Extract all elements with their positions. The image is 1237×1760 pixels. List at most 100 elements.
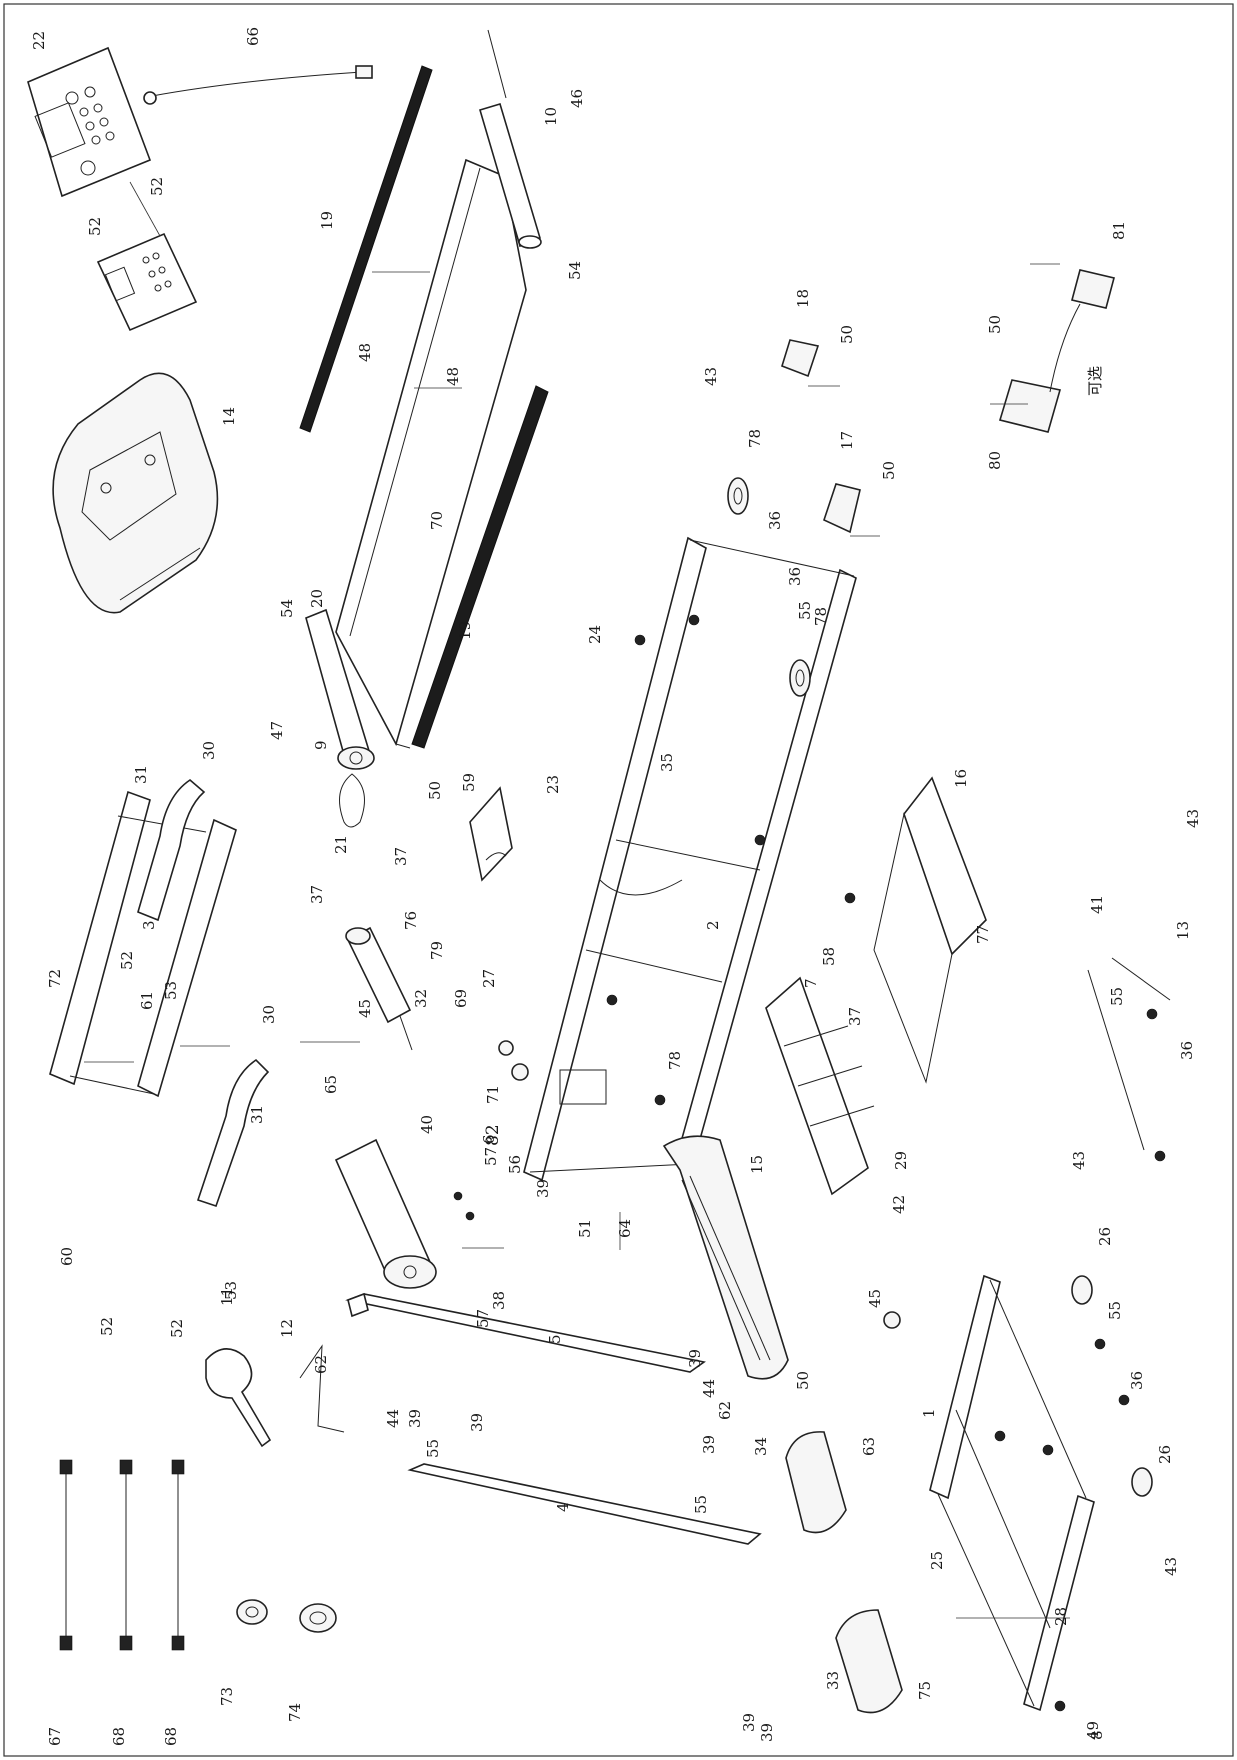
callout-33: 33	[824, 1671, 842, 1690]
callout-79: 79	[428, 941, 446, 960]
callout-24: 24	[586, 625, 604, 644]
callout-30b: 30	[260, 1005, 278, 1024]
callout-32: 32	[412, 989, 430, 1008]
callout-39b: 39	[686, 1349, 704, 1368]
callout-50b: 50	[838, 325, 856, 344]
callout-labels: 1 2 3 4 5 6 7 8 9 10 11 12 13 14 15 16 1…	[30, 27, 1202, 1746]
callout-29: 29	[892, 1151, 910, 1170]
front-roller-part	[479, 29, 542, 249]
callout-36c: 36	[1178, 1041, 1196, 1060]
callout-52c: 52	[118, 951, 136, 970]
optional-note: 可选	[1086, 366, 1104, 396]
callout-49: 49	[1084, 1721, 1102, 1740]
callout-6: 6	[480, 1134, 498, 1144]
callout-43c: 43	[1070, 1151, 1088, 1170]
callout-30a: 30	[200, 741, 218, 760]
side-cover-33-part	[835, 1609, 903, 1714]
callout-21: 21	[332, 835, 350, 854]
callout-8: 8	[1088, 1730, 1106, 1740]
callout-39g: 39	[758, 1723, 776, 1742]
callout-52a: 52	[86, 217, 104, 236]
callout-14: 14	[220, 407, 238, 426]
rear-roller-part	[305, 608, 375, 770]
side-rail-19-left-part	[299, 65, 433, 433]
callout-35: 35	[658, 753, 676, 772]
callout-55d: 55	[692, 1495, 710, 1514]
callout-19b: 19	[456, 621, 474, 640]
callout-45b: 45	[866, 1289, 884, 1308]
callout-58: 58	[820, 947, 838, 966]
callout-39d: 39	[406, 1409, 424, 1428]
callout-63: 63	[860, 1437, 878, 1456]
callout-50a: 50	[426, 781, 444, 800]
callout-55b: 55	[1108, 987, 1126, 1006]
callout-59: 59	[460, 773, 478, 792]
callout-38: 38	[490, 1291, 508, 1310]
callout-41: 41	[1088, 895, 1106, 914]
callout-45a: 45	[356, 999, 374, 1018]
callout-66: 66	[244, 27, 262, 46]
motor-cover-part	[52, 372, 219, 614]
callout-23: 23	[544, 775, 562, 794]
callout-73: 73	[218, 1687, 236, 1706]
leader-lines	[84, 263, 1070, 1619]
callout-36d: 36	[1128, 1371, 1146, 1390]
cap-74-part	[299, 1603, 337, 1633]
callout-26a: 26	[1096, 1227, 1114, 1246]
motor-bracket-part	[469, 786, 513, 882]
foot-26b-part	[1131, 1467, 1153, 1497]
callout-37c: 37	[846, 1007, 864, 1026]
callout-80: 80	[986, 451, 1004, 470]
callout-34: 34	[752, 1437, 770, 1456]
console-panel-part	[27, 46, 152, 198]
callout-43d: 43	[1162, 1557, 1180, 1576]
callout-51: 51	[576, 1219, 594, 1238]
callout-48b: 48	[444, 367, 462, 386]
callout-4: 4	[554, 1502, 572, 1512]
module-81-part	[1049, 269, 1115, 393]
callout-26b: 26	[1156, 1445, 1174, 1464]
callout-65: 65	[322, 1075, 340, 1094]
front-shroud-part	[662, 1135, 789, 1380]
callout-10: 10	[542, 107, 560, 126]
side-rail-19-right-part	[411, 385, 549, 749]
callout-1: 1	[920, 1408, 938, 1418]
running-deck-part	[335, 158, 527, 749]
callout-74: 74	[286, 1703, 304, 1722]
callout-60: 60	[58, 1247, 76, 1266]
callout-36b: 36	[786, 567, 804, 586]
side-cover-34-part	[785, 1431, 847, 1534]
callout-20: 20	[308, 589, 326, 608]
callout-3: 3	[140, 920, 158, 930]
callout-82: 82	[483, 1124, 503, 1146]
callout-13: 13	[1174, 921, 1192, 940]
callout-31b: 31	[248, 1105, 266, 1124]
callout-68b: 68	[162, 1727, 180, 1746]
cable-68a-part	[119, 1459, 133, 1651]
callout-12: 12	[278, 1319, 296, 1338]
callout-52b: 52	[148, 177, 166, 196]
callout-55c: 55	[1106, 1301, 1124, 1320]
allen-key-part	[299, 1344, 345, 1433]
callout-61: 61	[138, 991, 156, 1010]
callout-37a: 37	[308, 885, 326, 904]
callout-46: 46	[568, 89, 586, 108]
callout-39a: 39	[534, 1179, 552, 1198]
callout-18: 18	[794, 289, 812, 308]
hardware-fasteners	[453, 614, 1166, 1712]
callout-39e: 39	[468, 1413, 486, 1432]
callout-47: 47	[268, 721, 286, 740]
callout-62a: 62	[312, 1355, 330, 1374]
base-frame-part	[929, 1274, 1095, 1712]
callout-5: 5	[546, 1334, 564, 1344]
callout-48a: 48	[356, 343, 374, 362]
callout-40: 40	[418, 1115, 436, 1134]
callout-78a: 78	[746, 429, 764, 448]
callout-43b: 43	[1184, 809, 1202, 828]
callout-31a: 31	[132, 765, 150, 784]
callout-50e: 50	[794, 1371, 812, 1390]
cap-73-part	[236, 1599, 268, 1625]
callout-69: 69	[452, 989, 470, 1008]
callout-57b: 57	[474, 1309, 492, 1328]
